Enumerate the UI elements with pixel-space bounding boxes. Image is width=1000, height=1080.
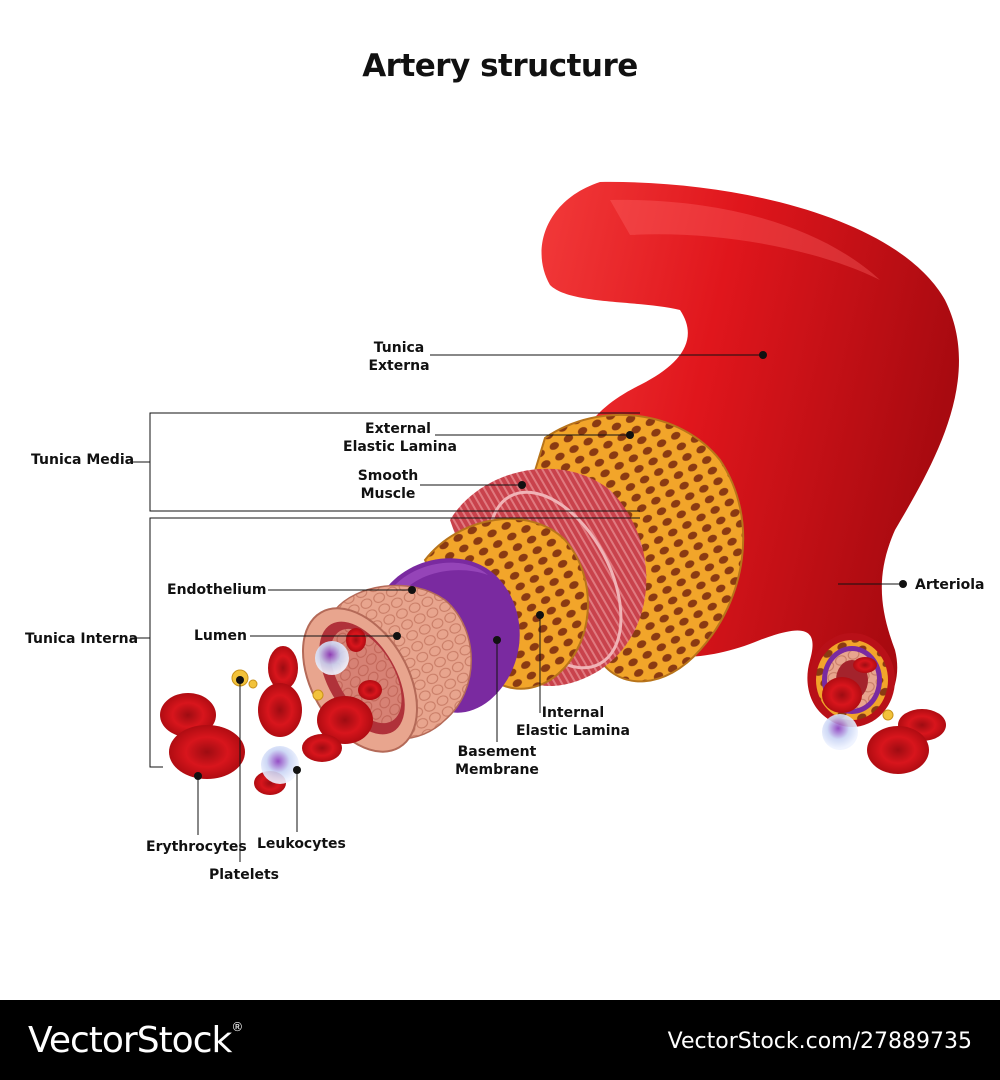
label-lumen: Lumen	[194, 628, 247, 644]
label-endothelium: Endothelium	[167, 582, 267, 598]
leukocytes-group	[261, 641, 858, 784]
artery-illustration	[130, 181, 959, 862]
label-internal-elastic-lamina: Internal Elastic Lamina	[516, 705, 630, 739]
label-basement-membrane: Basement Membrane	[455, 744, 539, 778]
page-title: Artery structure	[362, 48, 638, 84]
label-tunica-interna: Tunica Interna	[25, 631, 139, 647]
erythrocytes-group	[160, 628, 946, 795]
label-leukocytes: Leukocytes	[257, 836, 346, 852]
label-tunica-media: Tunica Media	[31, 452, 135, 468]
label-platelets: Platelets	[209, 867, 280, 883]
label-arteriola: Arteriola	[915, 577, 985, 593]
label-erythrocytes: Erythrocytes	[146, 839, 247, 855]
label-external-elastic-lamina: External Elastic Lamina	[343, 421, 457, 455]
label-smooth-muscle: Smooth Muscle	[357, 468, 419, 502]
image-url: VectorStock.com/27889735	[667, 1029, 972, 1054]
footer-bar: VectorStock® VectorStock.com/27889735	[0, 1000, 1000, 1080]
vectorstock-logo: VectorStock®	[28, 1020, 243, 1061]
label-tunica-externa: Tunica Externa	[368, 340, 430, 374]
